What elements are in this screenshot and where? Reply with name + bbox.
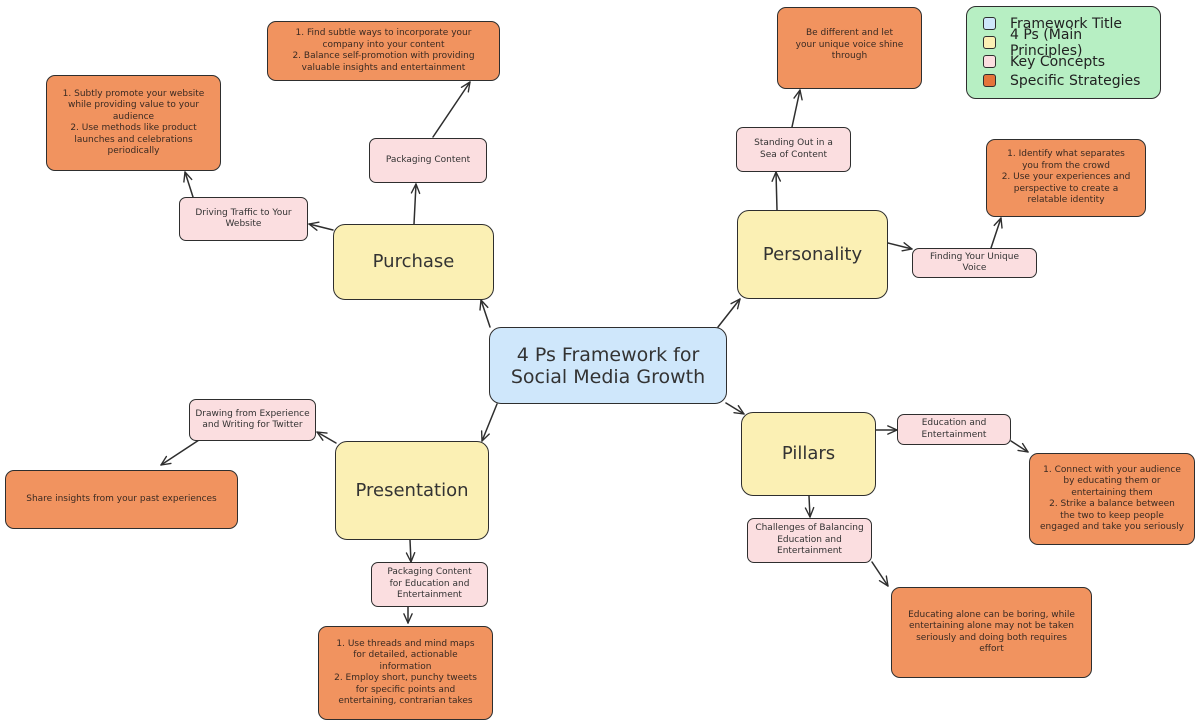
edge-personality-voice — [887, 242, 913, 252]
strategy-threads-mind-maps: 1. Use threads and mind maps for detaile… — [318, 626, 493, 720]
concept-challenges-balancing: Challenges of Balancing Education and En… — [747, 518, 872, 563]
edge-edu-strategy — [1010, 440, 1029, 453]
legend-item-specific-strategies: Specific Strategies — [975, 71, 1152, 90]
framework-title-node: 4 Ps Framework for Social Media Growth — [489, 327, 727, 404]
edge-voice-strategy — [990, 217, 1003, 249]
strategy-educating-alone: Educating alone can be boring, while ent… — [891, 587, 1092, 678]
edge-title-purchase — [479, 299, 491, 328]
concept-packaging-content: Packaging Content — [369, 138, 487, 183]
concept-packaging-content-label: Packaging Content — [385, 154, 471, 165]
strategy-incorporate-company: 1. Find subtle ways to incorporate your … — [267, 21, 500, 81]
edge-packaging-strategy — [432, 81, 471, 138]
strategy-threads-mind-maps-text: 1. Use threads and mind maps for detaile… — [334, 638, 477, 707]
edge-title-personality — [717, 298, 741, 328]
edge-presentation-drawing — [316, 431, 337, 444]
strategy-share-insights-text: Share insights from your past experience… — [26, 493, 217, 504]
edge-title-pillars — [725, 402, 745, 415]
concept-education-entertainment: Education and Entertainment — [897, 414, 1011, 445]
edge-purchase-packaging — [410, 183, 421, 225]
principle-presentation-label: Presentation — [355, 479, 469, 501]
legend-label-main-principles: 4 Ps (Main Principles) — [1010, 26, 1083, 59]
legend-item-main-principles: 4 Ps (Main Principles) — [975, 27, 1152, 59]
concept-unique-voice: Finding Your Unique Voice — [912, 248, 1037, 278]
principle-purchase-node: Purchase — [333, 224, 494, 300]
concept-driving-traffic-label: Driving Traffic to Your Website — [195, 207, 292, 230]
edge-standing-strategy — [791, 89, 803, 128]
concept-drawing-experience: Drawing from Experience and Writing for … — [189, 399, 316, 441]
concept-drawing-experience-label: Drawing from Experience and Writing for … — [195, 408, 310, 431]
edge-personality-standing — [771, 171, 782, 211]
legend-swatch-framework-title — [983, 17, 996, 30]
principle-personality-label: Personality — [762, 243, 863, 265]
legend-label-framework-title: Framework Title — [1010, 15, 1122, 32]
edge-challenges-strategy — [871, 561, 889, 587]
strategy-identify-separate-text: 1. Identify what separates you from the … — [1001, 149, 1131, 206]
legend: Framework Title 4 Ps (Main Principles) K… — [966, 6, 1161, 99]
legend-item-framework-title: Framework Title — [975, 14, 1152, 33]
strategy-educating-alone-text: Educating alone can be boring, while ent… — [908, 609, 1075, 655]
strategy-promote-website: 1. Subtly promote your website while pro… — [46, 75, 221, 171]
strategy-promote-website-text: 1. Subtly promote your website while pro… — [62, 88, 205, 157]
strategy-connect-audience: 1. Connect with your audience by educati… — [1029, 453, 1195, 545]
principle-pillars-label: Pillars — [781, 443, 836, 464]
strategy-incorporate-company-text: 1. Find subtle ways to incorporate your … — [292, 28, 475, 73]
concept-standing-out: Standing Out in a Sea of Content — [736, 127, 851, 172]
strategy-share-insights: Share insights from your past experience… — [5, 470, 238, 529]
principle-purchase-label: Purchase — [372, 251, 455, 272]
framework-title-text: 4 Ps Framework for Social Media Growth — [510, 343, 706, 388]
strategy-connect-audience-text: 1. Connect with your audience by educati… — [1040, 464, 1184, 533]
strategy-be-different: Be different and let your unique voice s… — [777, 7, 922, 89]
concept-challenges-balancing-label: Challenges of Balancing Education and En… — [755, 523, 864, 557]
concept-education-entertainment-label: Education and Entertainment — [921, 418, 987, 440]
concept-unique-voice-label: Finding Your Unique Voice — [929, 251, 1020, 274]
principle-personality-node: Personality — [737, 210, 888, 299]
concept-driving-traffic: Driving Traffic to Your Website — [179, 197, 308, 241]
legend-label-key-concepts: Key Concepts — [1010, 53, 1106, 70]
concept-standing-out-label: Standing Out in a Sea of Content — [754, 138, 833, 160]
legend-swatch-key-concepts — [983, 55, 996, 68]
edge-presentation-packaging-edu — [405, 539, 416, 563]
principle-pillars-node: Pillars — [741, 412, 876, 496]
edge-traffic-strategy — [183, 171, 194, 198]
legend-item-key-concepts: Key Concepts — [975, 52, 1152, 71]
edge-pillars-challenges — [804, 495, 815, 518]
concept-packaging-education-label: Packaging Content for Education and Ente… — [387, 567, 472, 601]
concept-packaging-education: Packaging Content for Education and Ente… — [371, 562, 488, 607]
strategy-be-different-text: Be different and let your unique voice s… — [795, 28, 904, 61]
legend-swatch-specific-strategies — [983, 74, 996, 87]
edge-purchase-traffic — [308, 221, 334, 231]
principle-presentation-node: Presentation — [335, 441, 489, 540]
edge-drawing-strategy — [160, 439, 200, 466]
strategy-identify-separate: 1. Identify what separates you from the … — [986, 139, 1146, 217]
legend-swatch-main-principles — [983, 36, 996, 49]
legend-label-specific-strategies: Specific Strategies — [1010, 72, 1141, 89]
edge-title-presentation — [480, 403, 498, 442]
